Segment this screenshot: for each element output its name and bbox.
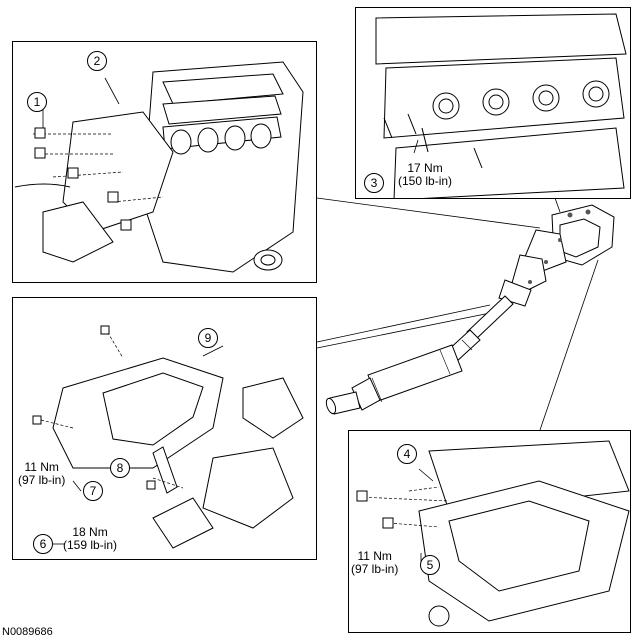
torque-label-6: 18 Nm (159 lb-in) xyxy=(63,526,117,552)
callout-1: 1 xyxy=(27,92,47,112)
manifold-stud-panel: 1 2 xyxy=(12,41,317,283)
callout-2: 2 xyxy=(87,51,107,71)
torque-lbin: (97 lb-in) xyxy=(18,473,66,487)
cylinder-head-stud-panel: 17 Nm (150 lb-in) 3 xyxy=(355,7,631,199)
torque-lbin: (150 lb-in) xyxy=(398,174,453,188)
torque-label-7: 11 Nm (97 lb-in) xyxy=(18,461,65,487)
torque-nm: 18 Nm xyxy=(72,525,108,539)
callout-6: 6 xyxy=(33,534,53,554)
callout-7: 7 xyxy=(83,481,103,501)
callout-9: 9 xyxy=(198,328,218,348)
converter-heat-shield-panel: 9 8 11 Nm (97 lb-in) 7 6 18 Nm (159 lb-i… xyxy=(12,297,317,560)
callout-3: 3 xyxy=(364,173,384,193)
torque-nm: 11 Nm xyxy=(24,460,59,474)
torque-label-3: 17 Nm (150 lb-in) xyxy=(398,162,452,188)
torque-lbin: (159 lb-in) xyxy=(63,538,118,552)
exhaust-manifold-nut-panel: 4 11 Nm (97 lb-in) 5 xyxy=(348,430,631,633)
torque-lbin: (97 lb-in) xyxy=(351,562,399,576)
torque-nm: 11 Nm xyxy=(357,549,392,563)
document-id: N0089686 xyxy=(2,626,53,638)
torque-nm: 17 Nm xyxy=(407,161,443,175)
callout-4: 4 xyxy=(397,444,417,464)
callout-8: 8 xyxy=(110,458,130,478)
torque-label-5: 11 Nm (97 lb-in) xyxy=(351,550,398,576)
callout-5: 5 xyxy=(420,555,440,575)
